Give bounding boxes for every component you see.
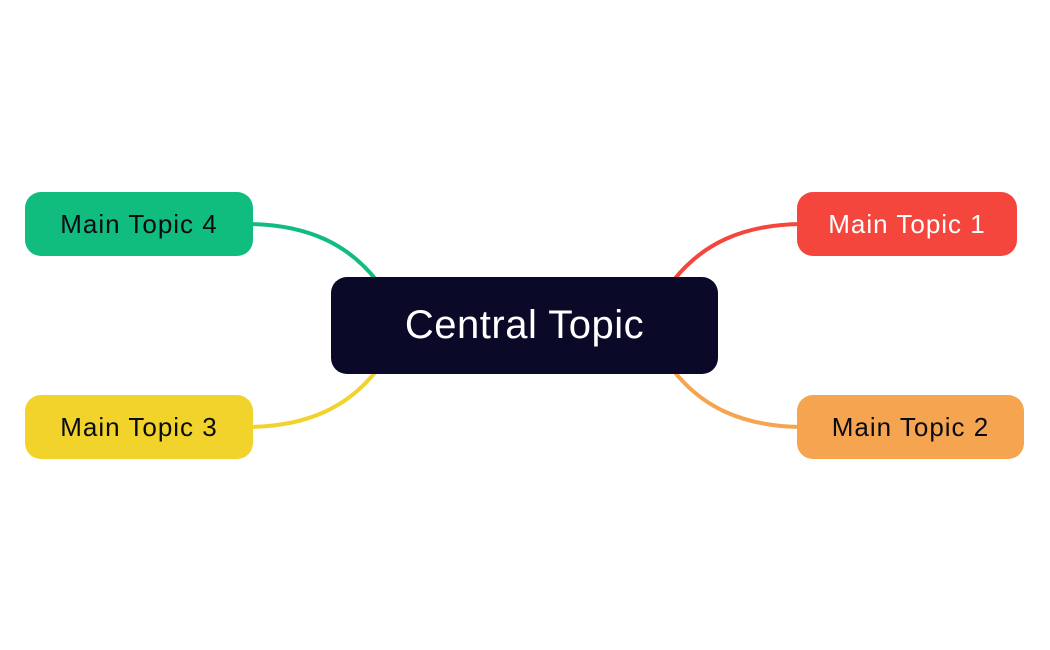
connector-main2 bbox=[671, 368, 802, 429]
main-topic-1-label: Main Topic 1 bbox=[828, 208, 986, 239]
central-topic-label: Central Topic bbox=[404, 303, 645, 347]
connector-main3 bbox=[248, 368, 379, 429]
main-topic-3-node[interactable]: Main Topic 3 bbox=[25, 395, 253, 459]
connector-main4 bbox=[248, 222, 379, 283]
main-topic-2-node[interactable]: Main Topic 2 bbox=[797, 395, 1024, 459]
main-topic-1-node[interactable]: Main Topic 1 bbox=[797, 192, 1017, 256]
main-topic-2-label: Main Topic 2 bbox=[831, 411, 990, 442]
main-topic-4-label: Main Topic 4 bbox=[60, 208, 218, 239]
main-topic-4-node[interactable]: Main Topic 4 bbox=[25, 192, 253, 256]
central-topic-node[interactable]: Central Topic bbox=[331, 277, 718, 374]
main-topic-3-label: Main Topic 3 bbox=[60, 411, 218, 442]
connector-main1 bbox=[671, 222, 802, 283]
